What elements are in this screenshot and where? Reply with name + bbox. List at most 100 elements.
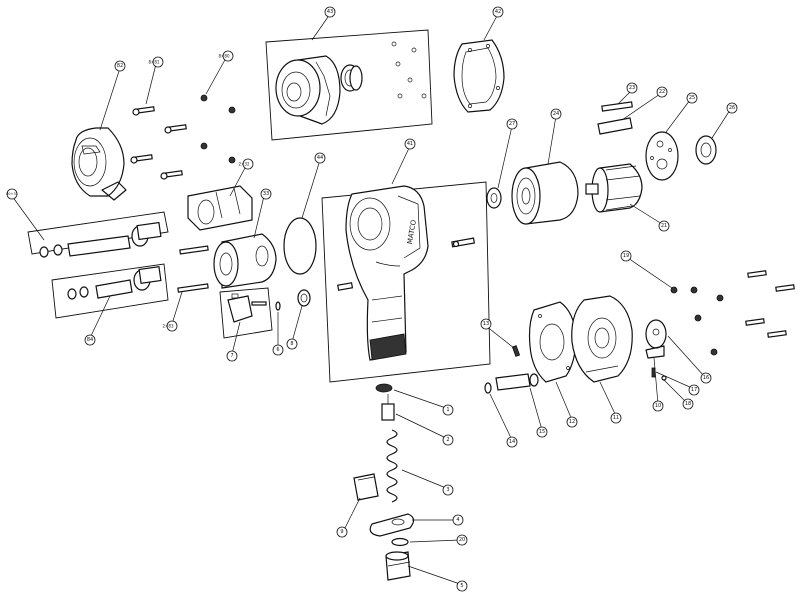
callout-label: 20	[459, 537, 465, 543]
part-5-inlet-bushing	[385, 551, 411, 581]
callout-20: 20	[456, 534, 468, 546]
part-2-valve-stem	[381, 394, 395, 421]
callout-32: 2×32	[239, 158, 254, 170]
callout-label: 11	[613, 415, 619, 421]
part-9-filter	[353, 473, 379, 501]
callout-80: 8×80	[219, 50, 234, 62]
part-14-15-regulator	[484, 373, 539, 394]
callout-81: 8×81	[149, 56, 164, 68]
callout-label: 2×83	[163, 324, 174, 329]
callout-label: 82	[117, 63, 123, 69]
callout-label: 24	[553, 111, 559, 117]
part-6-pin	[275, 301, 281, 311]
callout-label: 14	[509, 439, 515, 445]
callout-33: 33	[260, 188, 272, 200]
callout-label: 16	[703, 375, 709, 381]
callout-label: 84	[87, 337, 93, 343]
part-12-gasket	[528, 301, 577, 383]
part-84-anvil-lower	[67, 265, 162, 300]
callout-label: 22	[659, 89, 665, 95]
callout-10: 10	[652, 400, 664, 412]
part-23-pin	[601, 101, 633, 112]
callout-label: 5	[460, 583, 463, 589]
part-42-gasket	[453, 39, 505, 113]
callout-label: 2	[446, 437, 449, 443]
callout-8: 8	[286, 338, 298, 350]
part-27-bearing	[486, 187, 502, 209]
callout-label: 42	[495, 9, 501, 15]
callout-23: 23	[626, 82, 638, 94]
callout-43: 43	[324, 6, 336, 18]
callout-26: 26	[726, 102, 738, 114]
callout-84: 84	[84, 334, 96, 346]
callout-9: 9	[336, 526, 348, 538]
callout-24: 24	[550, 108, 562, 120]
callout-4: 4	[452, 514, 464, 526]
callout-5: 5	[456, 580, 468, 592]
callout-label: 12	[569, 419, 575, 425]
callout-label: 23	[629, 85, 635, 91]
part-25-end-plate	[645, 131, 679, 181]
frame-trigger-group	[219, 287, 273, 339]
frame-housing-group	[321, 181, 491, 383]
callout-label: 15	[539, 429, 545, 435]
callout-17: 17	[688, 384, 700, 396]
callout-3: 3	[442, 484, 454, 496]
callout-label: 8	[290, 341, 293, 347]
part-11-back-cap	[571, 295, 633, 383]
callout-label: 7	[230, 353, 233, 359]
callout-label: 2×32	[239, 162, 250, 167]
callout-label: 19	[623, 253, 629, 259]
part-84-anvil-upper	[39, 221, 162, 258]
callout-label: 8×81	[149, 60, 160, 65]
part-21-rotor	[585, 163, 643, 213]
callout-15: 15	[536, 426, 548, 438]
callout-label: 8×80	[219, 54, 230, 59]
callout-44: 44	[314, 152, 326, 164]
callout-label: 21	[661, 223, 667, 229]
callout-label: 25	[689, 95, 695, 101]
callout-18: 18	[682, 398, 694, 410]
part-80-washers	[200, 94, 236, 164]
callout-label: 17	[691, 387, 697, 393]
part-44-o-ring	[283, 217, 317, 275]
part-20-o-ring	[391, 537, 409, 547]
part-1-spring-cap	[375, 383, 393, 393]
callout-6: 6	[272, 344, 284, 356]
callout-label: 44	[317, 155, 323, 161]
part-41-housing: MATCO	[337, 185, 476, 361]
callout-bubbles: 43 42 82 8×81 8×80 44 41 27 24 23 22 25 …	[6, 6, 738, 592]
part-4-deflector	[369, 513, 415, 537]
part-32-pins	[177, 245, 209, 293]
part-3-spring	[386, 429, 398, 503]
part-19-screws	[670, 270, 795, 356]
callout-82: 82	[114, 60, 126, 72]
callout-label: 13	[483, 321, 489, 327]
callout-1: 1	[442, 404, 454, 416]
callout-label: 10	[655, 403, 661, 409]
callout-13: 13	[480, 318, 492, 330]
part-81-screws	[130, 106, 187, 180]
callout-21: 21	[658, 220, 670, 232]
part-26-bearing	[695, 135, 717, 165]
callout-label: 41	[407, 141, 413, 147]
part-33-hammer-cage	[213, 233, 277, 289]
callout-label: 1	[446, 407, 449, 413]
part-43-hammer-case	[275, 41, 427, 125]
part-24-cylinder	[511, 161, 579, 225]
callout-label: 6	[276, 347, 279, 353]
frame-anvil-lower	[51, 263, 169, 319]
callout-30: 30+31	[6, 188, 18, 200]
callout-12: 12	[566, 416, 578, 428]
callout-label: 30+31	[6, 192, 18, 196]
callout-label: 9	[340, 529, 343, 535]
callout-42: 42	[492, 6, 504, 18]
callout-27: 27	[506, 118, 518, 130]
callout-7: 7	[226, 350, 238, 362]
callout-label: 3	[446, 487, 449, 493]
callout-14: 14	[506, 436, 518, 448]
callout-label: 33	[263, 191, 269, 197]
callout-label: 18	[685, 401, 691, 407]
callout-19: 19	[620, 250, 632, 262]
